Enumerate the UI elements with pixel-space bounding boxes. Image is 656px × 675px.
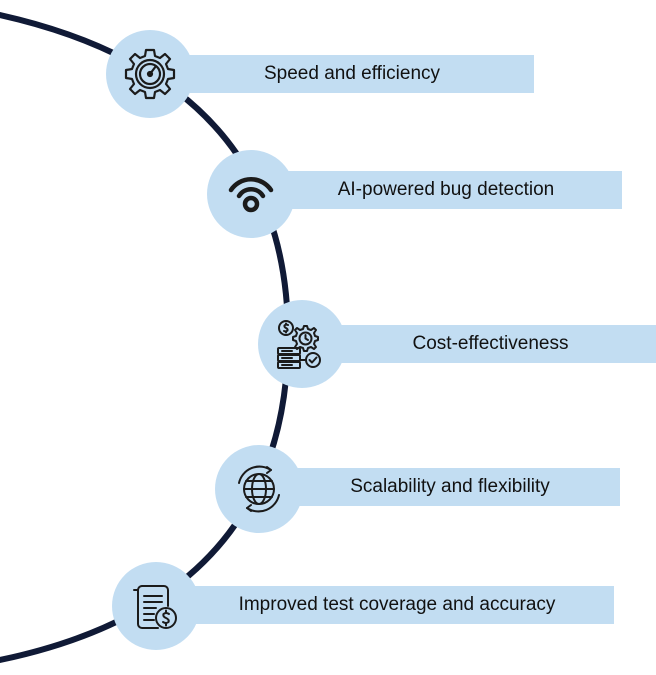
arc-line (0, 12, 292, 663)
